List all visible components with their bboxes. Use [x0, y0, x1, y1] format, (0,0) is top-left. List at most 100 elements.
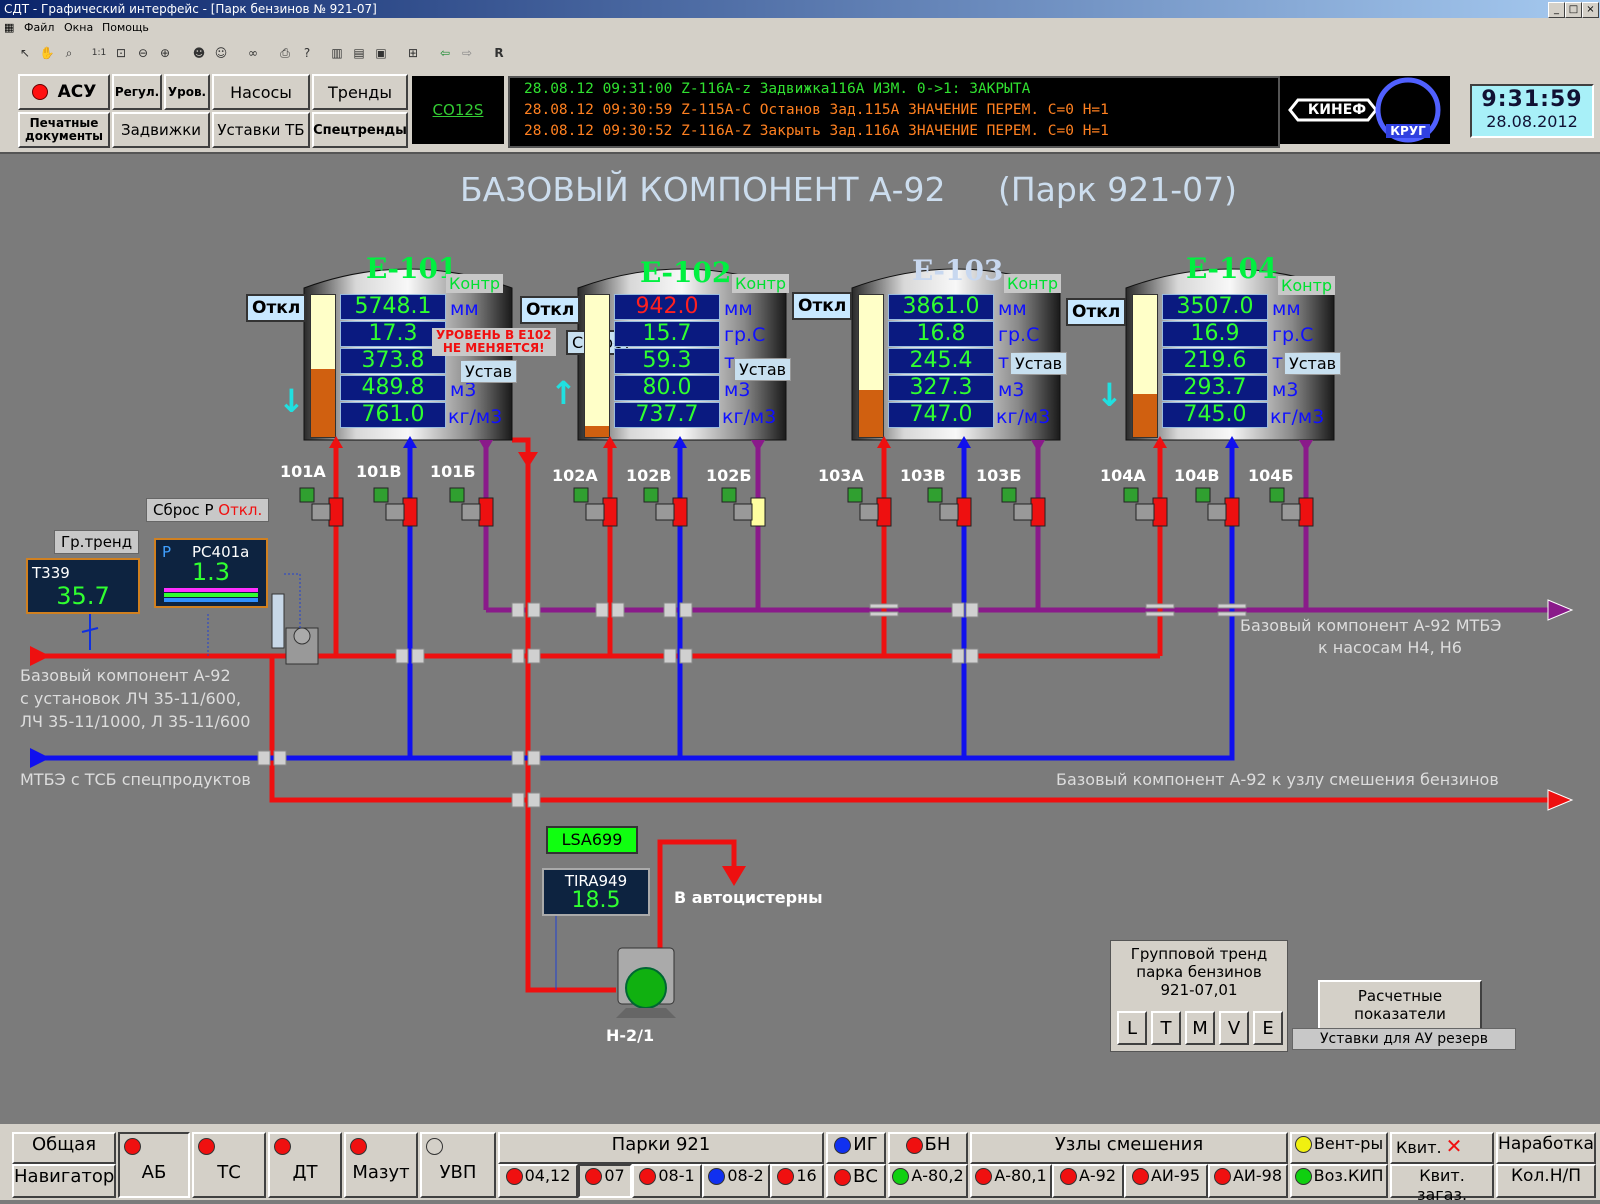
tira949-indicator[interactable]: TIRA949 18.5 — [542, 868, 650, 916]
narabotka-button[interactable]: Наработка — [1496, 1132, 1596, 1164]
uzel-a80-1-button[interactable]: А-80,1 — [970, 1164, 1052, 1198]
asu-button[interactable]: АСУ — [18, 74, 110, 110]
tank-e104-kontr[interactable]: Контр — [1278, 276, 1336, 295]
tank-e101-kontr[interactable]: Контр — [446, 274, 504, 293]
app-icon[interactable]: ▦ — [4, 21, 15, 34]
navigator-button[interactable]: Навигатор — [12, 1164, 116, 1198]
ab-button[interactable]: АБ — [118, 1132, 190, 1198]
uzel-a92-button[interactable]: А-92 — [1052, 1164, 1124, 1198]
obshaya-button[interactable]: Общая — [12, 1132, 116, 1164]
menu-help[interactable]: Помощь — [102, 21, 149, 34]
valve-101v[interactable] — [373, 487, 418, 527]
uzly-smesheniya-button[interactable]: Узлы смешения — [970, 1132, 1288, 1164]
hand-icon[interactable]: ✋ — [39, 46, 55, 60]
valve-101a[interactable] — [299, 487, 344, 527]
tree-icon[interactable]: ⊞ — [407, 46, 419, 60]
pointer-icon[interactable]: ↖ — [19, 46, 31, 60]
valve-104a[interactable] — [1123, 487, 1168, 527]
vs-button[interactable]: ВС — [826, 1164, 886, 1198]
maximize-button[interactable]: □ — [1565, 2, 1582, 18]
kol-np-button[interactable]: Кол.Н/П — [1496, 1164, 1596, 1198]
trendy-button[interactable]: Тренды — [312, 74, 408, 110]
minimize-button[interactable]: _ — [1548, 2, 1565, 18]
parki-921-button[interactable]: Парки 921 — [498, 1132, 824, 1164]
t339-indicator[interactable]: T339 35.7 — [26, 558, 140, 614]
tank-e103-otkl-button[interactable]: Откл — [792, 292, 853, 320]
zadvizhki-button[interactable]: Задвижки — [112, 112, 210, 148]
park-08-2-button[interactable]: 08-2 — [702, 1164, 770, 1198]
zoom-1-1-icon[interactable]: 1:1 — [91, 48, 107, 58]
menu-file[interactable]: Файл — [24, 21, 55, 34]
lsa699-indicator[interactable]: LSA699 — [546, 826, 638, 854]
valve-103b[interactable] — [1001, 487, 1046, 527]
urov-button[interactable]: Уров. — [164, 74, 210, 110]
park-04-12-button[interactable]: 04,12 — [498, 1164, 578, 1198]
regul-button[interactable]: Регул. — [112, 74, 162, 110]
ustavki-tb-button[interactable]: Уставки ТБ — [212, 112, 310, 148]
ig-button[interactable]: ИГ — [826, 1132, 886, 1164]
group-trend-t-button[interactable]: T — [1151, 1011, 1181, 1045]
group-trend-e-button[interactable]: E — [1253, 1011, 1283, 1045]
valve-104b[interactable] — [1269, 487, 1314, 527]
forward-icon[interactable]: ⇨ — [461, 46, 473, 60]
uvp-button[interactable]: УВП — [420, 1132, 496, 1198]
tank-e103-ustav-button[interactable]: Устав — [1010, 352, 1068, 375]
park-08-1-button[interactable]: 08-1 — [632, 1164, 702, 1198]
layout-1-icon[interactable]: ▥ — [331, 46, 343, 60]
sbros-p-button[interactable]: Сброс Р Откл. — [146, 498, 270, 522]
ustavki-au-rezerv-button[interactable]: Уставки для АУ резерв — [1292, 1028, 1516, 1050]
tank-e102-kontr[interactable]: Контр — [732, 274, 790, 293]
tag-co12s[interactable]: CO12S — [412, 76, 504, 144]
valve-102a[interactable] — [573, 487, 618, 527]
binoculars-icon[interactable]: ∞ — [248, 46, 258, 60]
layout-3-icon[interactable]: ▣ — [375, 46, 387, 60]
valve-102v[interactable] — [643, 487, 688, 527]
tank-e103-kontr[interactable]: Контр — [1004, 274, 1062, 293]
spectrendy-button[interactable]: Спецтренды — [312, 112, 408, 148]
close-button[interactable]: × — [1582, 2, 1599, 18]
uzel-ai95-button[interactable]: АИ-95 — [1124, 1164, 1208, 1198]
print-docs-button[interactable]: Печатные документы — [18, 112, 110, 148]
dt-button[interactable]: ДТ — [268, 1132, 342, 1198]
tank-e102-otkl-button[interactable]: Откл — [520, 296, 581, 324]
tank-e104-ustav-button[interactable]: Устав — [1284, 352, 1342, 375]
zoom-out-icon[interactable]: ⊖ — [137, 46, 149, 60]
tank-e102-ustav-button[interactable]: Устав — [734, 358, 792, 381]
nasosy-button[interactable]: Насосы — [212, 74, 310, 110]
voz-kip-button[interactable]: Воз.КИП — [1290, 1164, 1388, 1198]
gr-trend-button[interactable]: Гр.тренд — [54, 530, 140, 554]
park-16-button[interactable]: 16 — [770, 1164, 824, 1198]
pc401a-indicator[interactable]: P PC401a 1.3 — [154, 538, 268, 608]
tank-e104-otkl-button[interactable]: Откл — [1066, 298, 1127, 326]
print-icon[interactable]: ⎙ — [280, 46, 290, 60]
bn-button[interactable]: БН — [888, 1132, 968, 1164]
help-icon[interactable]: ? — [303, 46, 311, 60]
group-trend-v-button[interactable]: V — [1219, 1011, 1249, 1045]
valve-102b[interactable] — [721, 487, 766, 527]
park-07-button[interactable]: 07 — [578, 1164, 632, 1198]
users-icon[interactable]: ☻ — [192, 46, 206, 60]
valve-104v[interactable] — [1195, 487, 1240, 527]
valve-103a[interactable] — [847, 487, 892, 527]
valve-103v[interactable] — [927, 487, 972, 527]
tank-e101-ustav-button[interactable]: Устав — [460, 360, 518, 383]
zoom-in-icon[interactable]: ⊕ — [159, 46, 171, 60]
ts-button[interactable]: ТС — [192, 1132, 266, 1198]
zoom-fit-icon[interactable]: ⊡ — [115, 46, 127, 60]
vent-button[interactable]: Вент-ры — [1290, 1132, 1388, 1164]
group-trend-l-button[interactable]: L — [1117, 1011, 1147, 1045]
kvit-zagaz-button[interactable]: Квит. загаз. — [1390, 1164, 1494, 1204]
magnifier-icon[interactable]: ⌕ — [65, 46, 73, 60]
kvit-button[interactable]: Квит.✕ — [1390, 1132, 1494, 1164]
user-icon[interactable]: ☺ — [214, 46, 228, 60]
uzel-ai98-button[interactable]: АИ-98 — [1208, 1164, 1288, 1198]
layout-2-icon[interactable]: ▤ — [353, 46, 365, 60]
back-icon[interactable]: ⇦ — [439, 46, 451, 60]
refresh-r-icon[interactable]: R — [494, 46, 504, 60]
valve-101b[interactable] — [449, 487, 494, 527]
mazut-button[interactable]: Мазут — [344, 1132, 418, 1198]
tank-e101-otkl-button[interactable]: Откл — [246, 294, 307, 322]
a80-2-button[interactable]: А-80,2 — [888, 1164, 968, 1198]
menu-windows[interactable]: Окна — [64, 21, 94, 34]
